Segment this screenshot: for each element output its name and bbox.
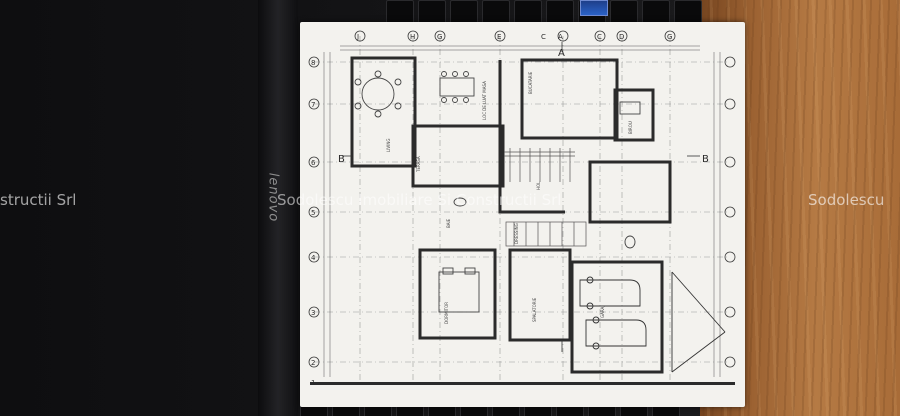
grid-number: 2 — [311, 359, 315, 367]
room-label-spalatorie: SPALATORIE — [532, 297, 537, 322]
grid-letter: J — [356, 33, 359, 41]
grid-letter: C — [541, 33, 546, 41]
intel-sticker — [580, 0, 608, 16]
room-label-terasa: TERASA — [416, 156, 421, 173]
section-mark-a: A — [558, 48, 565, 59]
laptop-hinge — [258, 0, 298, 416]
keyboard-top-row — [380, 0, 706, 24]
grid-letter: E — [497, 33, 501, 41]
key — [450, 0, 478, 24]
section-mark-b-left: B — [338, 154, 345, 165]
room-label-dressing: DRESSING — [514, 223, 519, 244]
grid-number: 6 — [311, 159, 316, 167]
key — [546, 0, 574, 24]
grid-letter: A — [558, 33, 563, 41]
grid-letter: H — [410, 33, 415, 41]
room-label-garaj: GARAJ — [600, 306, 605, 318]
room-label-dormitor: DORMITOR — [444, 302, 449, 324]
room-label-living: LIVING — [386, 139, 391, 152]
floor-plan-drawing: LIVING LOC DE LUAT MASA BUCATARIE TERASA… — [308, 30, 736, 387]
grid-letter: C — [597, 33, 602, 41]
grid-number: 5 — [311, 209, 315, 217]
grid-number: 8 — [311, 59, 315, 67]
room-label-baie: BAIE — [446, 218, 451, 228]
grid-number: 1 — [311, 379, 315, 387]
grid-number: 7 — [311, 101, 315, 109]
grid-letter: D — [619, 33, 624, 41]
key — [642, 0, 670, 24]
watermark-text-right: Sodolescu — [808, 191, 885, 209]
watermark-text-left: structii Srl — [0, 191, 77, 209]
room-label-birou: BIROU — [628, 121, 633, 134]
grid-number: 4 — [311, 254, 316, 262]
grid-number: 3 — [311, 309, 315, 317]
key — [386, 0, 414, 24]
key — [418, 0, 446, 24]
room-label-dining: LOC DE LUAT MASA — [482, 81, 487, 120]
grid-letter: G — [667, 33, 672, 41]
key — [482, 0, 510, 24]
room-label-bucatarie: BUCATARIE — [528, 71, 533, 94]
floor-plan-paper: LIVING LOC DE LUAT MASA BUCATARIE TERASA… — [300, 22, 745, 407]
room-label-hol: HOL — [536, 181, 541, 190]
section-mark-b-right: B — [702, 154, 709, 165]
key — [674, 0, 702, 24]
key — [610, 0, 638, 24]
watermark-text-center: Sodolescu Imobiliare Si Constructii Srl — [277, 191, 562, 209]
key — [514, 0, 542, 24]
grid-letter: G — [437, 33, 442, 41]
